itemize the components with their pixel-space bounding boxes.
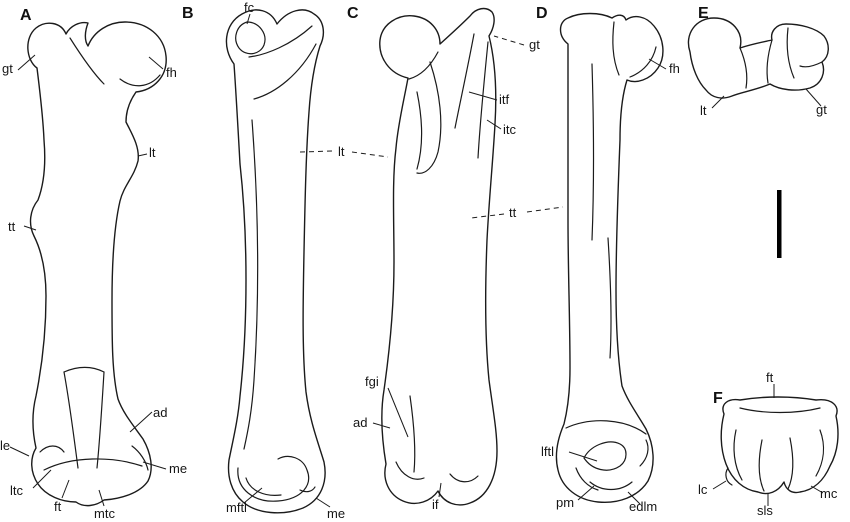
femur-view-f-distal bbox=[720, 396, 839, 495]
femur-view-e-proximal bbox=[687, 17, 829, 99]
label-e-gt: gt bbox=[816, 102, 827, 117]
label-e-lt: lt bbox=[700, 103, 707, 118]
panel-letter-d: D bbox=[536, 5, 548, 22]
label-f-sls: sls bbox=[757, 503, 773, 518]
label-b-lt: lt bbox=[338, 144, 345, 159]
femur-view-c bbox=[379, 7, 498, 506]
label-b-mftl: mftl bbox=[226, 500, 247, 515]
label-a-le: le bbox=[0, 438, 11, 453]
label-a-lt: lt bbox=[149, 145, 156, 160]
label-a-mtc: mtc bbox=[94, 506, 115, 521]
label-b-me: me bbox=[327, 506, 346, 521]
label-d-pm: pm bbox=[556, 495, 575, 510]
label-d-lftl: lftl bbox=[541, 444, 554, 459]
label-c-itc: itc bbox=[503, 122, 516, 137]
label-a-me: me bbox=[169, 461, 188, 476]
femur-view-a bbox=[27, 21, 167, 507]
leader-lines bbox=[9, 13, 824, 508]
label-f-ft: ft bbox=[766, 370, 774, 385]
label-f-mc: mc bbox=[820, 486, 838, 501]
panel-letter-e: E bbox=[698, 5, 709, 22]
scale-bar bbox=[777, 190, 782, 258]
label-a-gt: gt bbox=[2, 61, 13, 76]
panel-letter-a: A bbox=[20, 7, 32, 24]
label-a-ltc: ltc bbox=[10, 483, 23, 498]
label-c-itf: itf bbox=[499, 92, 510, 107]
label-c-if: if bbox=[432, 497, 439, 512]
panel-letter-b: B bbox=[182, 5, 194, 22]
label-c-gt: gt bbox=[529, 37, 540, 52]
label-c-ad: ad bbox=[353, 415, 368, 430]
label-d-edlm: edlm bbox=[629, 499, 658, 514]
label-c-tt: tt bbox=[509, 205, 517, 220]
label-a-ad: ad bbox=[153, 405, 168, 420]
femur-view-d bbox=[555, 12, 664, 504]
label-a-fh: fh bbox=[166, 65, 177, 80]
panel-letter-c: C bbox=[347, 5, 359, 22]
label-f-lc: lc bbox=[698, 482, 708, 497]
label-d-fh: fh bbox=[669, 61, 680, 76]
label-b-fc: fc bbox=[244, 0, 255, 15]
femur-view-b bbox=[225, 9, 326, 514]
label-a-tt: tt bbox=[8, 219, 16, 234]
panel-letter-f: F bbox=[713, 390, 723, 407]
label-c-fgi: fgi bbox=[365, 374, 379, 389]
label-a-ft: ft bbox=[54, 499, 62, 514]
